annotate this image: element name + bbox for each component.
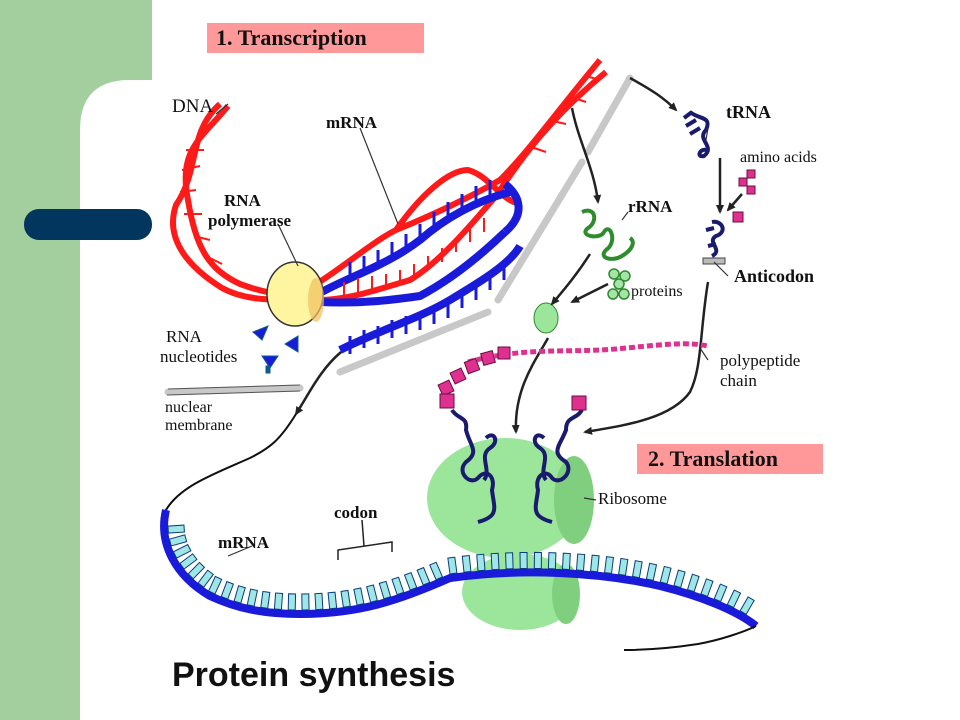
codon-base [353,587,365,606]
codon-base [713,583,728,603]
codon-base [700,578,714,597]
codon-base [287,593,297,611]
label-leaders [215,103,729,557]
mrna-codon-bases [167,524,755,616]
label-rrna: rRNA [628,197,673,216]
amino-acids [732,169,756,223]
codon-base [187,561,206,580]
codon-base [739,596,755,616]
label-anticodon: Anticodon [734,266,814,286]
codon-bracket [337,541,393,560]
codon-base [220,580,235,600]
codon-base [233,585,246,604]
label-rna-nucleotides-2: nucleotides [160,347,237,366]
trna-amino-acid-right [571,395,587,411]
codon-base [519,551,528,570]
codon-base [533,551,542,570]
codon-base [403,571,418,591]
codon-base [378,580,392,600]
label-polypeptide-1: polypeptide [720,351,800,370]
codon-base [340,589,351,608]
trna-top [682,110,710,159]
label-rna-polymerase-1: RNA [224,191,262,210]
label-nuclear-membrane-2: membrane [165,417,233,434]
codon-base [314,592,324,611]
polypeptide-chain [437,341,709,397]
codon-base [561,552,571,571]
label-nuclear-membrane-1: nuclear [165,399,213,416]
codon-base [505,552,514,570]
codon-base [179,553,198,570]
rna-nucleotides [252,325,299,374]
codon-base [301,593,310,611]
label-proteins: proteins [631,283,683,300]
codon-base [461,554,472,573]
codon-base [659,565,672,585]
codon-base [476,553,486,572]
codon-base [673,569,686,589]
trna-anticodon [705,219,725,258]
label-polypeptide-2: chain [720,371,757,390]
label-dna: DNA [172,96,213,117]
codon-base [167,524,185,534]
codon-base [273,592,284,611]
codon-base [366,584,378,603]
codon-base [260,590,271,609]
codon-base [686,573,700,593]
label-ribosome: Ribosome [598,489,667,508]
anticodon-base [702,257,726,265]
transcription-label: 1. Transcription [216,25,367,50]
trna-on-ribosome [450,408,584,524]
translation-label-box [637,444,823,474]
codon-base [575,553,586,572]
codon-base [590,554,600,573]
codon-base [391,576,405,596]
ribosome-small-shade [552,564,580,624]
trna-amino-acid-left [439,393,455,409]
codon-base [618,557,629,576]
codon-pointer [361,519,365,547]
ribosome-large-shade [554,456,594,544]
nuclear-membrane [164,74,634,396]
label-mrna-bottom: mRNA [218,533,270,552]
codon-base [197,569,215,588]
codon-base [490,552,500,571]
ribosome-subunit-small [533,302,559,334]
protein-dots [607,268,631,300]
transcription-label-box [207,23,424,53]
codon-base [604,556,615,574]
label-trna: tRNA [726,102,771,122]
codon-base [168,534,188,547]
label-rna-nucleotides-1: RNA [166,327,203,346]
diagram-title: Protein synthesis [172,656,455,694]
rna-polymerase-shade [308,278,324,322]
process-arrows [294,76,743,435]
label-codon: codon [334,503,378,522]
translation-label: 2. Translation [648,446,778,471]
codon-base [726,589,742,609]
codon-base [207,575,223,595]
dna-rungs [179,75,601,283]
mrna-strand-bottom [160,413,759,651]
codon-base [645,562,658,581]
label-amino-acids: amino acids [740,149,817,166]
mrna-transcribing [316,180,524,354]
codon-base [172,543,192,559]
codon-base [547,552,557,570]
codon-base [327,591,338,610]
rrna [581,208,635,261]
nuclear-membrane-outline [166,384,301,396]
label-rna-polymerase-2: polymerase [208,211,292,230]
accent-bar [24,209,152,240]
codon-base [429,561,444,581]
codon-base [447,556,458,575]
label-mrna-top: mRNA [326,113,378,132]
codon-base [416,566,431,586]
codon-base [246,588,258,607]
codon-base [631,560,643,579]
